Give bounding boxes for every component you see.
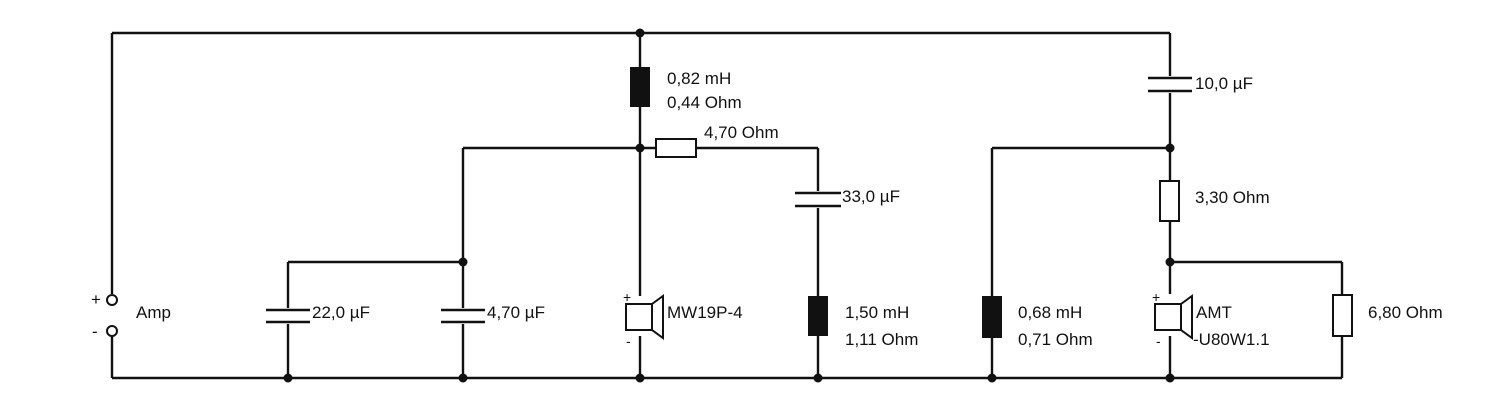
tweeter-driver-plus: + xyxy=(1152,289,1160,305)
cap-gap xyxy=(262,308,314,324)
shunt-cap2-value: 4,70 µF xyxy=(487,303,545,322)
cap-gap xyxy=(1145,76,1195,93)
woofer-driver-label: MW19P-4 xyxy=(667,303,743,322)
speaker-body xyxy=(625,303,653,331)
amp-plus-terminal xyxy=(106,294,118,306)
amp-terminals: + - Amp xyxy=(91,290,171,341)
tweeter-series-capacitor: 10,0 µF xyxy=(1145,74,1253,93)
tweeter-driver: + - AMT -U80W1.1 xyxy=(1152,289,1270,349)
notch-inductor-resistance: 1,11 Ohm xyxy=(845,330,918,349)
woofer-series-inductor: 0,82 mH 0,44 Ohm xyxy=(630,67,742,112)
speaker-cone xyxy=(1180,294,1193,340)
inductor-symbol xyxy=(808,296,828,336)
notch-capacitor: 33,0 µF xyxy=(790,187,900,208)
amp-plus-sign: + xyxy=(91,290,101,309)
amp-minus-terminal xyxy=(106,325,118,337)
junction-dot xyxy=(635,373,645,383)
notch-inductor: 1,50 mH 1,11 Ohm xyxy=(808,296,918,349)
woofer-inductor-value: 0,82 mH xyxy=(667,69,731,88)
tweeter-series-resistor: 3,30 Ohm xyxy=(1159,180,1270,222)
zobel-resistor: 4,70 Ohm xyxy=(655,123,779,158)
woofer-driver: + - MW19P-4 xyxy=(623,289,743,349)
resistor-symbol xyxy=(655,138,697,158)
woofer-inductor-resistance: 0,44 Ohm xyxy=(667,93,742,112)
junctions xyxy=(283,28,1175,383)
woofer-driver-minus: - xyxy=(626,333,631,349)
tweeter-driver-label-line2: -U80W1.1 xyxy=(1193,330,1270,349)
speaker-cone xyxy=(651,294,664,340)
junction-dot xyxy=(635,28,645,38)
junction-dot xyxy=(283,373,293,383)
resistor-symbol xyxy=(1332,294,1353,337)
amp-minus-sign: - xyxy=(92,322,98,341)
amp-label: Amp xyxy=(136,303,171,322)
notch-inductor-value: 1,50 mH xyxy=(845,303,909,322)
junction-dot xyxy=(458,373,468,383)
junction-dot xyxy=(1165,143,1175,153)
inductor-symbol xyxy=(630,67,650,107)
shunt-capacitor-2: 4,70 µF xyxy=(437,303,545,324)
tweeter-parallel-resistor: 6,80 Ohm xyxy=(1332,294,1443,337)
speaker-body xyxy=(1154,303,1182,331)
tweeter-driver-minus: - xyxy=(1156,333,1161,349)
resistor-symbol xyxy=(1159,180,1180,222)
cap-gap xyxy=(790,191,846,208)
junction-dot xyxy=(813,373,823,383)
zobel-resistor-value: 4,70 Ohm xyxy=(704,123,779,142)
tweeter-driver-label-line1: AMT xyxy=(1196,303,1232,322)
inductor-symbol xyxy=(982,296,1002,338)
notch-cap-value: 33,0 µF xyxy=(842,187,900,206)
shunt-capacitor-1: 22,0 µF xyxy=(262,303,370,324)
junction-dot xyxy=(1165,373,1175,383)
parallel-resistor-value: 6,80 Ohm xyxy=(1368,303,1443,322)
cap-gap xyxy=(437,308,489,324)
junction-dot xyxy=(458,257,468,267)
junction-dot xyxy=(987,373,997,383)
tweeter-shunt-inductor: 0,68 mH 0,71 Ohm xyxy=(982,296,1093,349)
junction-dot xyxy=(635,143,645,153)
woofer-driver-plus: + xyxy=(623,289,631,305)
junction-dot xyxy=(1165,257,1175,267)
tweeter-inductor-resistance: 0,71 Ohm xyxy=(1018,330,1093,349)
tweeter-cap-value: 10,0 µF xyxy=(1195,74,1253,93)
tweeter-resistor-value: 3,30 Ohm xyxy=(1195,188,1270,207)
tweeter-inductor-value: 0,68 mH xyxy=(1018,303,1082,322)
shunt-cap1-value: 22,0 µF xyxy=(312,303,370,322)
